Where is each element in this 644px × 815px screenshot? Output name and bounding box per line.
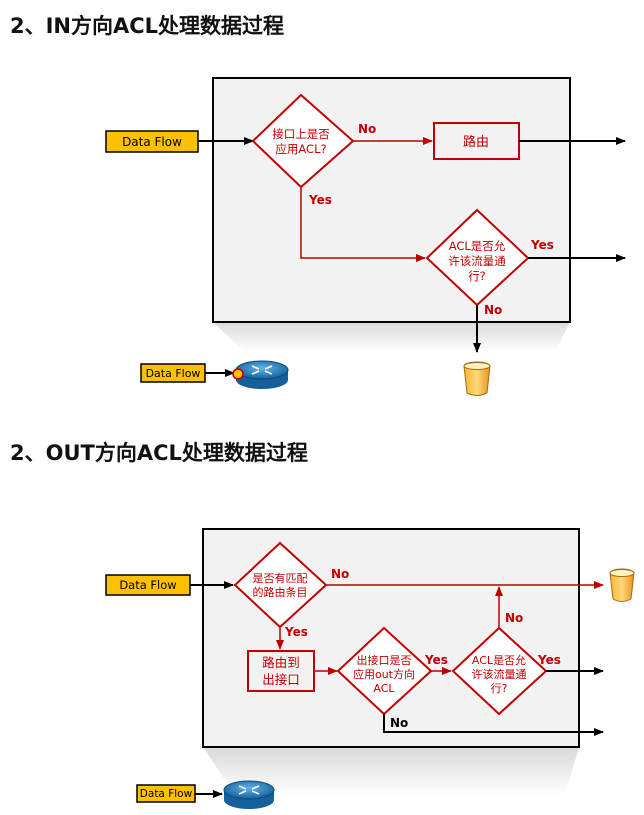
decision-out-acl-applied-line2: 应用out方向 [353, 667, 415, 681]
decision-acl-permit-line3: 行? [468, 269, 486, 283]
decision-out-acl-applied-line1: 出接口是否 [357, 653, 412, 667]
yes-label-2: Yes [530, 238, 554, 252]
trash-icon [609, 568, 635, 602]
router-icon [232, 360, 289, 389]
arrow-no-acl-out [383, 714, 604, 736]
no-label-2: No [484, 303, 502, 317]
decision-out-acl-permit-line2: 许该流量通 [472, 667, 527, 681]
no-label-permit: No [505, 611, 523, 625]
no-label-out-acl: No [390, 716, 408, 730]
decision-acl-permit-line1: ACL是否允 [449, 239, 506, 253]
router-data-flow-1-label: Data Flow [146, 367, 201, 380]
box2-shadow [203, 747, 579, 795]
decision-out-acl-permit-line3: 行? [491, 682, 508, 695]
decision-acl-permit-line2: 许该流量通 [448, 254, 506, 268]
decision-route-match-line2: 的路由条目 [253, 585, 308, 599]
trash-icon [463, 361, 491, 396]
decision-out-acl-applied-line3: ACL [373, 682, 395, 695]
process-box-1 [212, 77, 571, 323]
router-data-flow-2-label: Data Flow [140, 788, 193, 800]
decision-out-acl-permit-line1: ACL是否允 [472, 653, 526, 667]
yes-label-permit: Yes [537, 653, 561, 667]
data-flow-input-1-label: Data Flow [122, 135, 182, 149]
yes-label-1: Yes [308, 193, 332, 207]
route-to-interface-box [247, 650, 315, 692]
no-label-route: No [331, 567, 349, 581]
route-to-interface-line1: 路由到 [262, 655, 300, 670]
section1-heading: 2、IN方向ACL处理数据过程 [10, 14, 285, 38]
decision-route-match-line1: 是否有匹配 [253, 571, 308, 585]
box1-shadow [213, 322, 570, 352]
section2-heading: 2、OUT方向ACL处理数据过程 [10, 441, 308, 465]
data-flow-input-2-label: Data Flow [119, 578, 176, 592]
yes-label-route: Yes [284, 625, 308, 639]
decision-acl-applied-line1: 接口上是否 [272, 127, 330, 141]
route-label: 路由 [463, 134, 489, 150]
router-icon [223, 780, 275, 809]
decision-acl-applied-line2: 应用ACL? [275, 142, 326, 156]
route-to-interface-line2: 出接口 [262, 672, 300, 687]
no-label-1: No [358, 122, 376, 136]
arrow-yes-to-acl-check [300, 187, 426, 262]
decision-out-acl-permit [451, 626, 548, 716]
yes-label-out-acl: Yes [424, 653, 448, 667]
